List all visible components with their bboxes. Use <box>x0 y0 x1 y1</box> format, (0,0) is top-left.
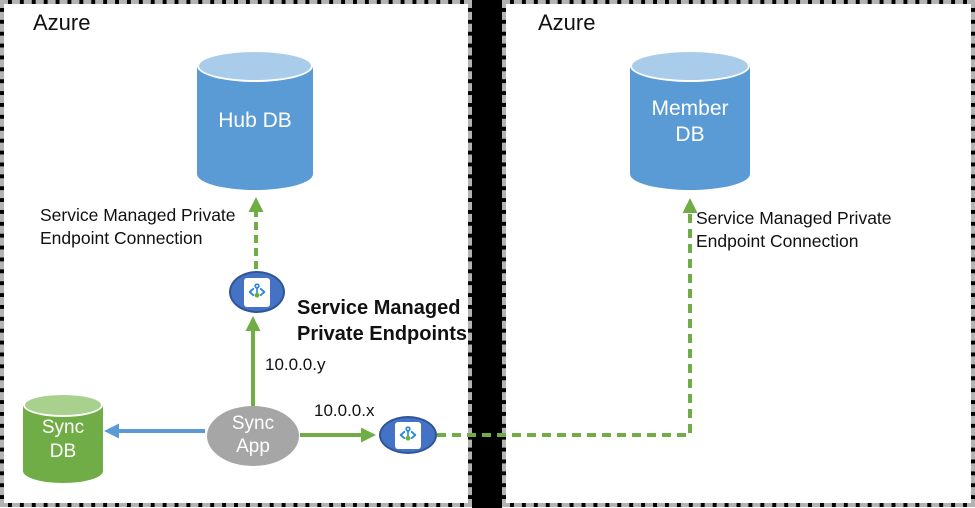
sync-db-label: Sync DB <box>23 416 103 464</box>
hub-db-label: Hub DB <box>218 108 292 132</box>
sync-app-ellipse: Sync App <box>207 406 299 466</box>
region-divider-bar <box>472 0 502 508</box>
private-link-glyph <box>248 283 266 298</box>
azure-region-left <box>0 0 472 507</box>
sync-app-label-text: Sync App <box>231 413 275 457</box>
ip-label-member: 10.0.0.x <box>314 401 375 420</box>
cylinder-body <box>630 66 750 190</box>
member-db-cylinder: Member DB <box>630 50 750 190</box>
cylinder-body <box>197 66 313 190</box>
azure-label-right: Azure <box>538 10 596 35</box>
member-db-label: Member DB <box>630 96 750 149</box>
private-link-glyph <box>399 426 417 441</box>
cylinder-top <box>197 50 313 82</box>
service-managed-endpoints-title: Service Managed Private Endpoints <box>297 297 468 345</box>
azure-region-right <box>502 0 975 507</box>
cylinder-top <box>23 393 103 417</box>
ip-label-hub: 10.0.0.y <box>265 355 326 374</box>
sync-db-cylinder: Sync DB <box>23 393 103 483</box>
member-db-label-text: Member DB <box>651 96 729 147</box>
sync-app-label: Sync App <box>207 413 299 459</box>
dashed-arrow-endpoint-to-memberdb <box>437 198 698 437</box>
hub-connection-annotation: Service Managed Private Endpoint Connect… <box>40 205 236 248</box>
private-endpoint-icon <box>244 277 270 307</box>
member-connection-annotation: Service Managed Private Endpoint Connect… <box>696 208 892 251</box>
sync-db-label-text: Sync DB <box>41 417 85 462</box>
cylinder-top <box>630 50 750 82</box>
azure-label-left: Azure <box>33 10 91 35</box>
private-endpoint-member <box>379 416 437 454</box>
cylinder-body <box>23 405 103 483</box>
private-endpoint-hub <box>229 271 285 313</box>
hub-db-cylinder: Hub DB <box>197 50 313 190</box>
private-endpoint-icon <box>395 421 421 449</box>
